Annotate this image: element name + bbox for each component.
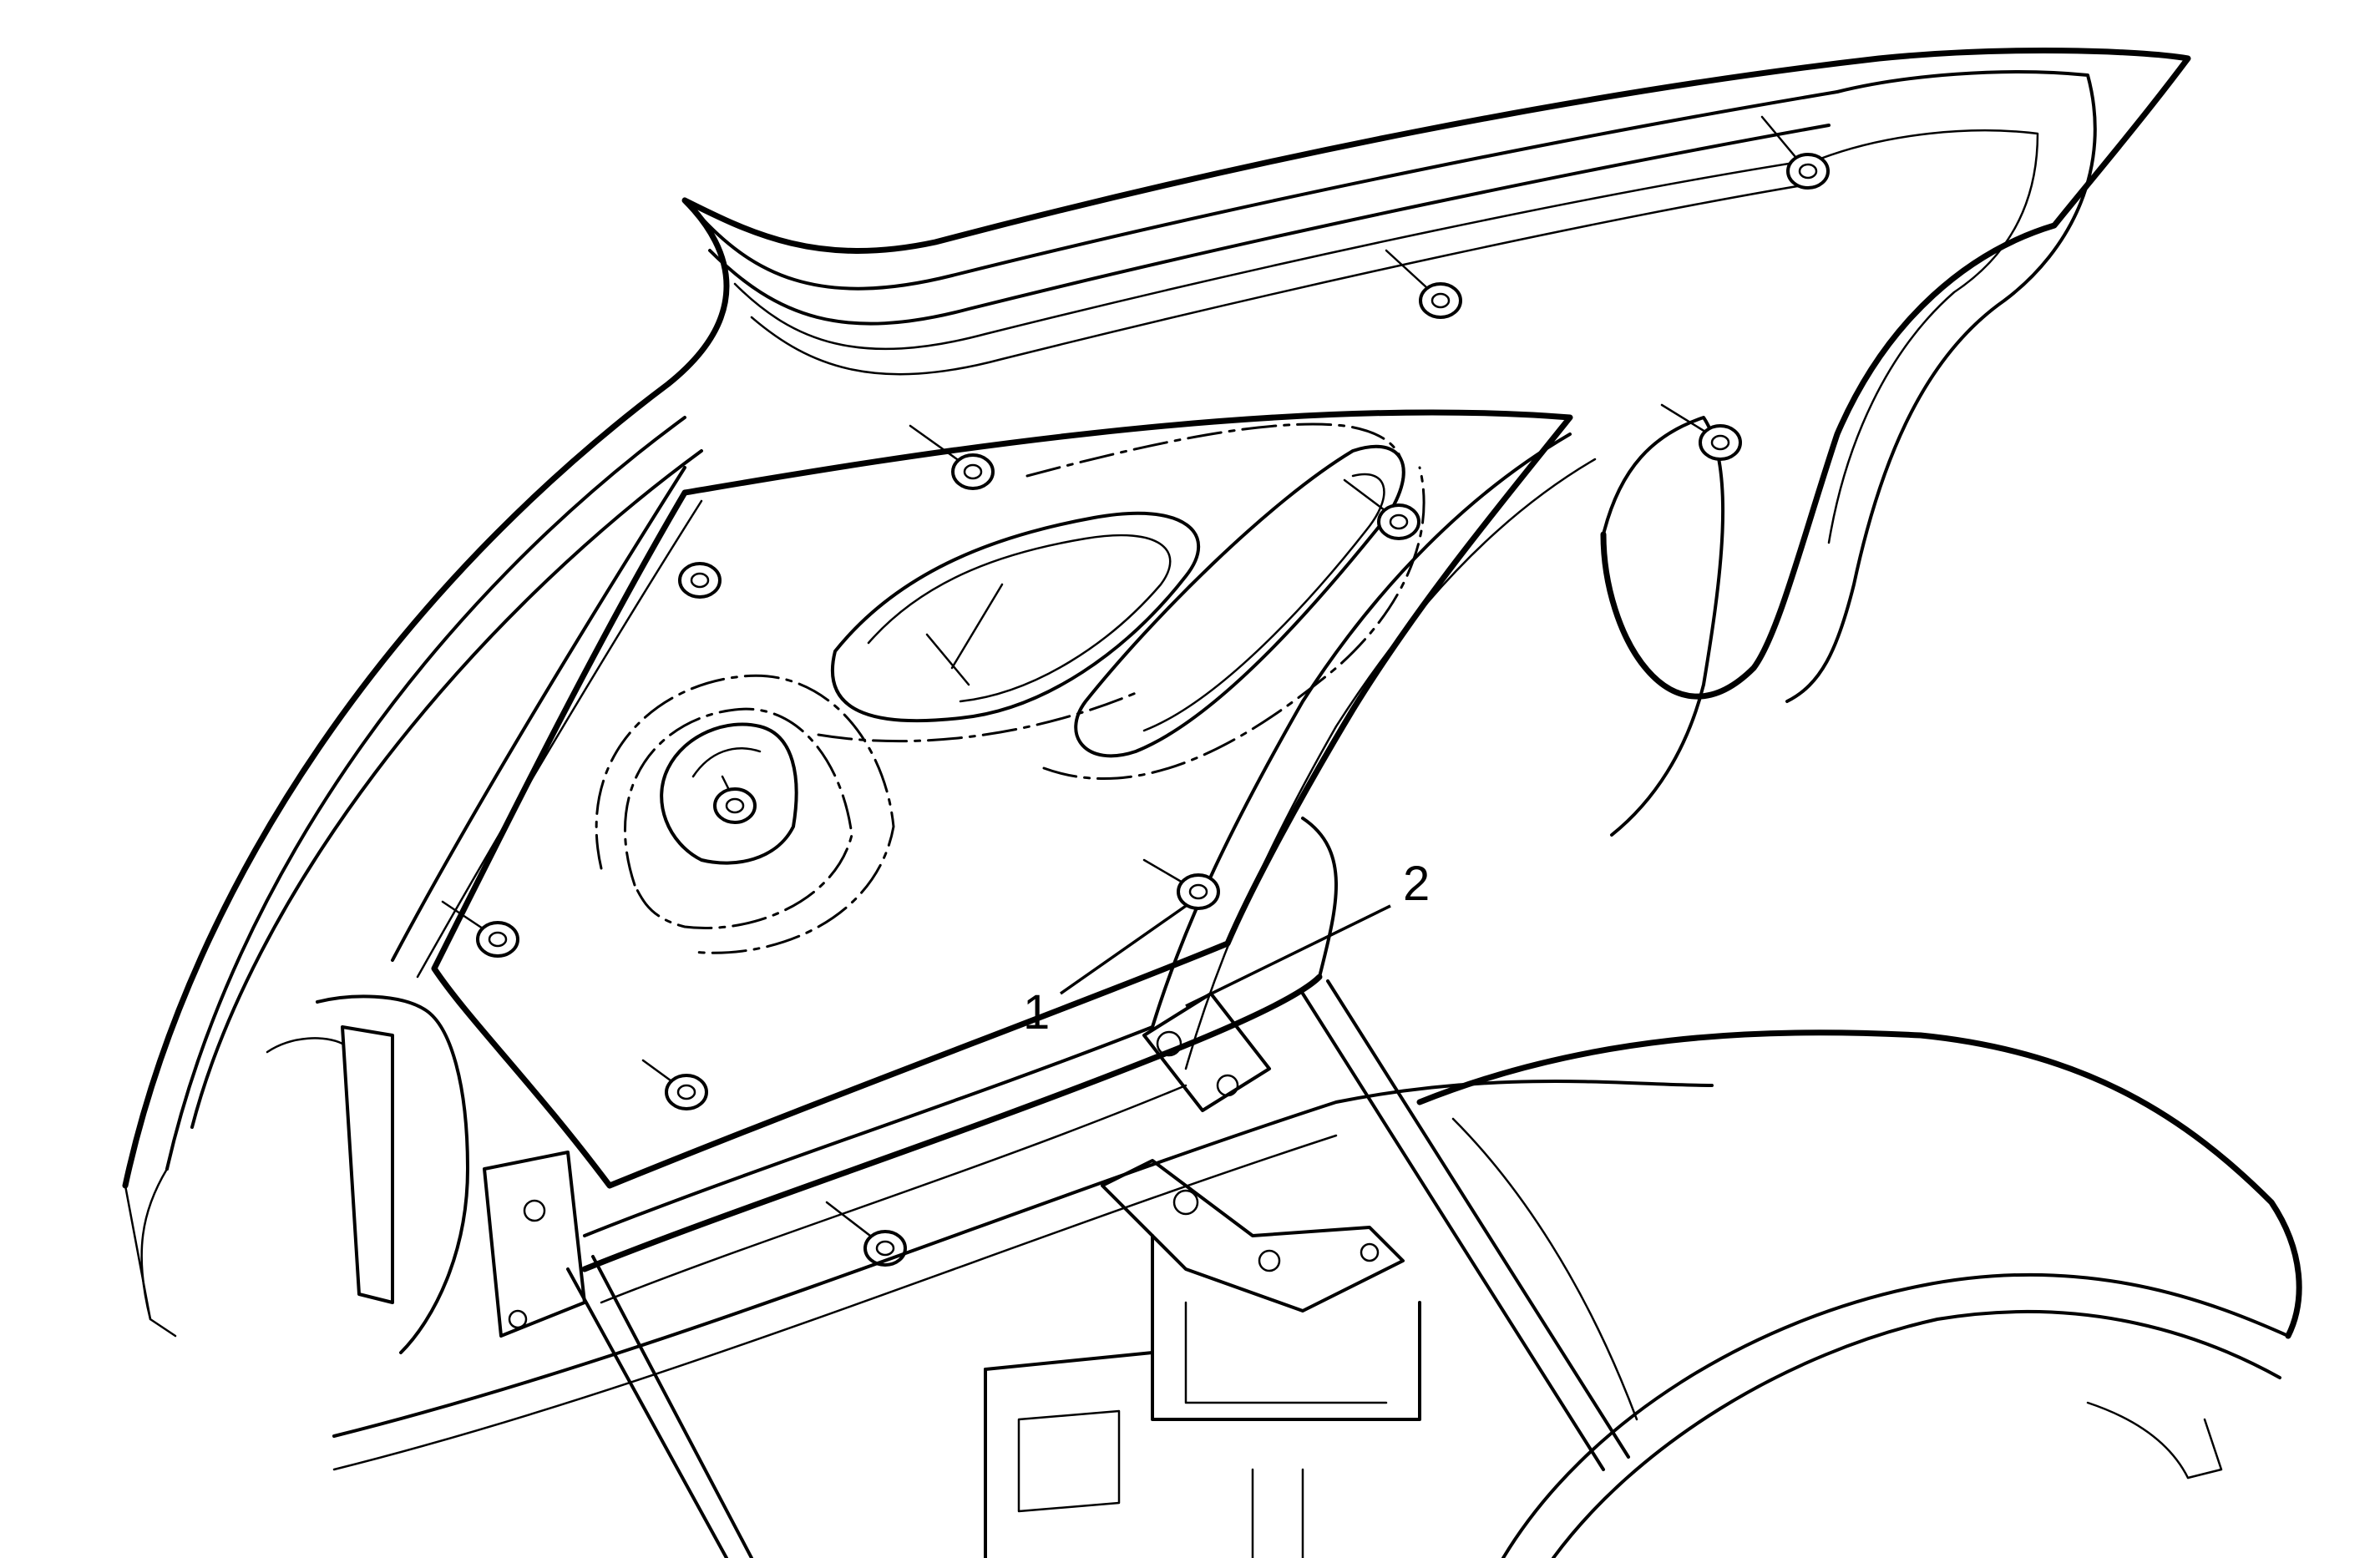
- fender: [1416, 1029, 2302, 1558]
- hood-insulator: [431, 409, 1573, 1189]
- retainer: [909, 424, 995, 490]
- retainer: [678, 562, 722, 599]
- retainers: [441, 115, 1830, 1267]
- callout-1: 1: [1023, 904, 1187, 1040]
- retainer: [1142, 858, 1220, 910]
- retainer: [825, 1201, 907, 1267]
- retainer: [641, 1059, 708, 1110]
- hood-hinge-right: [1101, 992, 1405, 1313]
- retainer: [1385, 249, 1462, 319]
- hood-hinge-left: [266, 994, 586, 1354]
- retainer: [1660, 403, 1742, 461]
- callout-label-2: 2: [1403, 857, 1430, 911]
- hood-panel: [122, 48, 2191, 1338]
- callout-2: 2: [1185, 857, 1430, 1008]
- retainer: [1343, 478, 1420, 540]
- hood-strut: [566, 979, 1630, 1558]
- retainer: [1760, 115, 1830, 190]
- retainer: [441, 900, 519, 958]
- retainer: [713, 775, 757, 824]
- engine-compartment: [332, 1080, 1714, 1558]
- callout-label-1: 1: [1023, 985, 1050, 1040]
